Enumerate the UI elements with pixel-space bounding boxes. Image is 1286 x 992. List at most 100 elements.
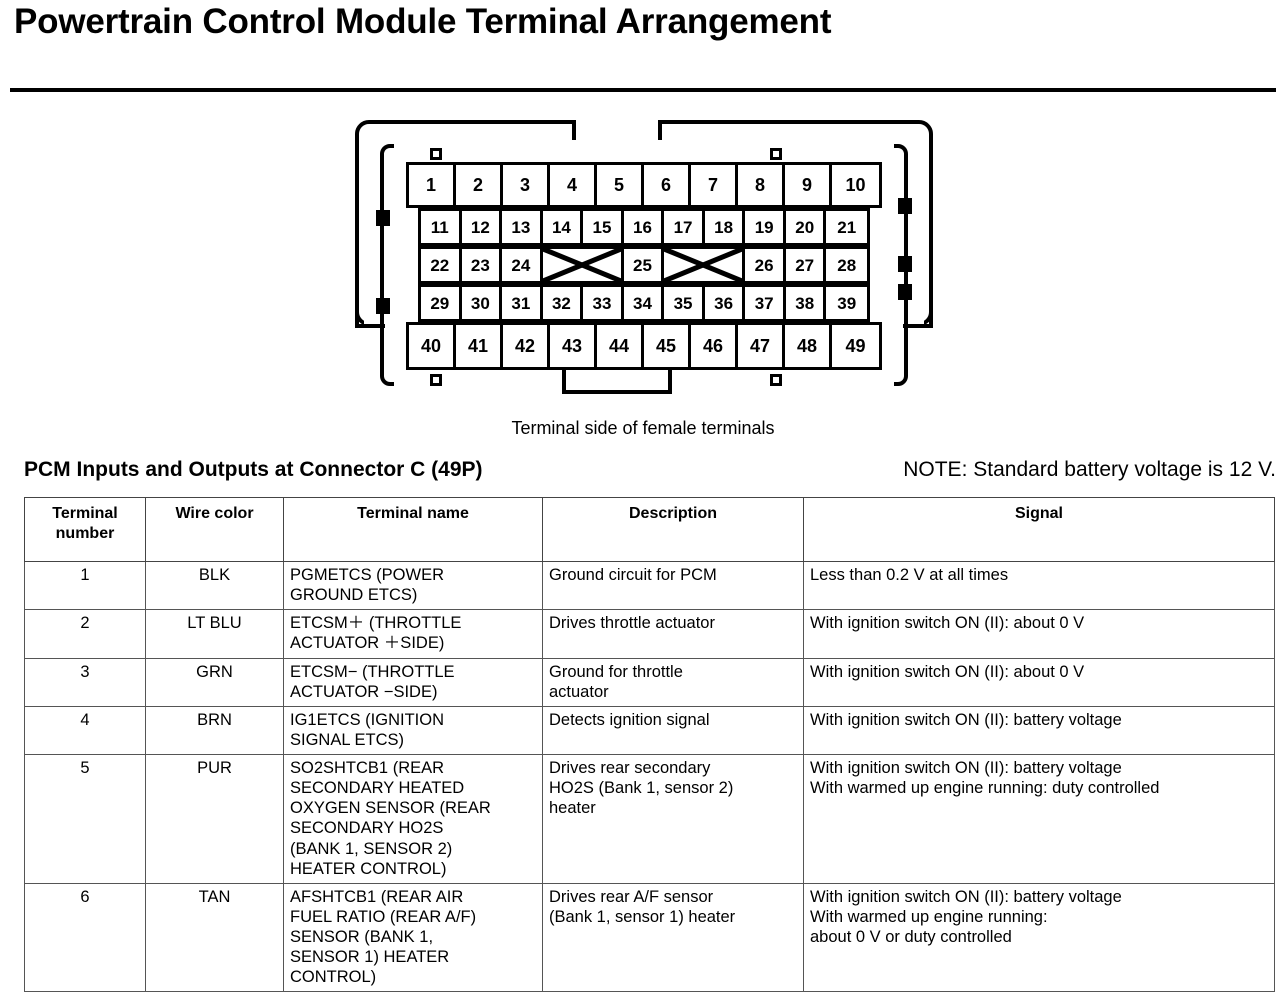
pin-cell-3: 3 [503, 165, 550, 205]
terminal-name-cell: SO2SHTCB1 (REAR SECONDARY HEATED OXYGEN … [283, 754, 543, 884]
pin-cell-49: 49 [832, 325, 879, 367]
diagram-caption: Terminal side of female terminals [511, 418, 775, 438]
pin-cell-37: 37 [745, 287, 786, 319]
battery-voltage-note: NOTE: Standard battery voltage is 12 V. [903, 458, 1276, 481]
pin-cell-22: 22 [421, 249, 462, 281]
column-header-description: Description [542, 496, 804, 563]
connector-bottom-key-slot-cover [566, 366, 668, 375]
pcm-io-table: Terminal number Wire color Terminal name… [24, 496, 1275, 992]
pin-cell-29: 29 [421, 287, 462, 319]
signal-cell: With ignition switch ON (II): battery vo… [803, 882, 1275, 992]
section-heading: PCM Inputs and Outputs at Connector C (4… [24, 458, 483, 481]
pin-cell-6: 6 [644, 165, 691, 205]
pin-cell-46: 46 [691, 325, 738, 367]
terminal-number-cell: 6 [24, 882, 146, 992]
connector-notch-top-right [770, 148, 782, 160]
connector-side-tab-right-lower [898, 284, 912, 300]
pin-cell-blank [542, 249, 624, 281]
terminal-number-cell: 1 [24, 561, 146, 611]
pin-cell-42: 42 [503, 325, 550, 367]
column-header-signal: Signal [803, 496, 1275, 563]
signal-cell: Less than 0.2 V at all times [803, 561, 1275, 611]
pin-cell-13: 13 [502, 211, 543, 243]
description-cell: Ground circuit for PCM [542, 561, 804, 611]
connector-notch-bottom-left [430, 374, 442, 386]
connector-outer-foot-right [903, 324, 933, 328]
pin-cell-44: 44 [597, 325, 644, 367]
wire-color-cell: TAN [145, 882, 284, 992]
wire-color-cell: BLK [145, 561, 284, 611]
signal-cell: With ignition switch ON (II): about 0 V [803, 609, 1275, 659]
pin-cell-blank [664, 249, 746, 281]
signal-cell: With ignition switch ON (II): battery vo… [803, 705, 1275, 756]
connector-side-tab-right-mid [898, 256, 912, 272]
terminal-number-cell: 2 [24, 609, 146, 659]
description-cell: Detects ignition signal [542, 705, 804, 756]
connector-inner-frame-top-gap [394, 140, 894, 152]
title-divider [10, 88, 1276, 92]
terminal-name-cell: PGMETCS (POWER GROUND ETCS) [283, 561, 543, 611]
pin-cell-34: 34 [623, 287, 665, 319]
terminal-name-cell: ETCSM− (THROTTLE ACTUATOR −SIDE) [283, 657, 543, 707]
terminal-name-cell: ETCSM＋ (THROTTLE ACTUATOR ＋SIDE) [283, 609, 543, 659]
pin-cell-7: 7 [691, 165, 738, 205]
pin-cell-43: 43 [550, 325, 597, 367]
connector-outer-foot-left [355, 324, 385, 328]
pin-cell-24: 24 [502, 249, 543, 281]
description-cell: Drives rear secondary HO2S (Bank 1, sens… [542, 754, 804, 884]
pin-cell-15: 15 [583, 211, 624, 243]
pin-cell-31: 31 [502, 287, 543, 319]
pin-cell-27: 27 [785, 249, 827, 281]
pin-cell-10: 10 [832, 165, 879, 205]
connector-side-tab-right-upper [898, 198, 912, 214]
column-header-terminal-number: Terminal number [24, 496, 146, 563]
pin-cell-16: 16 [623, 211, 665, 243]
description-cell: Ground for throttle actuator [542, 657, 804, 707]
pin-cell-48: 48 [785, 325, 832, 367]
terminal-number-cell: 5 [24, 754, 146, 884]
pin-cell-45: 45 [644, 325, 691, 367]
pin-cell-2: 2 [456, 165, 503, 205]
connector-outer-leg-left [355, 302, 359, 328]
pin-cell-1: 1 [409, 165, 456, 205]
pin-cell-41: 41 [456, 325, 503, 367]
pin-cell-4: 4 [550, 165, 597, 205]
description-cell: Drives throttle actuator [542, 609, 804, 659]
pin-cell-33: 33 [583, 287, 624, 319]
pin-cell-9: 9 [785, 165, 832, 205]
pin-cell-8: 8 [738, 165, 785, 205]
connector-notch-bottom-right [770, 374, 782, 386]
pin-cell-32: 32 [542, 287, 584, 319]
pin-cell-40: 40 [409, 325, 456, 367]
pin-cell-28: 28 [826, 249, 867, 281]
pin-cell-19: 19 [745, 211, 786, 243]
wire-color-cell: GRN [145, 657, 284, 707]
pin-cell-21: 21 [826, 211, 867, 243]
pin-cell-36: 36 [704, 287, 746, 319]
wire-color-cell: BRN [145, 705, 284, 756]
pin-cell-11: 11 [421, 211, 462, 243]
wire-color-cell: LT BLU [145, 609, 284, 659]
connector-notch-top-left [430, 148, 442, 160]
pin-cell-20: 20 [785, 211, 827, 243]
pin-cell-17: 17 [664, 211, 705, 243]
connector-side-tab-left-upper [376, 210, 390, 226]
connector-outer-leg-right [929, 302, 933, 328]
wire-color-cell: PUR [145, 754, 284, 884]
pin-cell-47: 47 [738, 325, 785, 367]
pin-cell-39: 39 [826, 287, 867, 319]
description-cell: Drives rear A/F sensor (Bank 1, sensor 1… [542, 882, 804, 992]
pin-cell-30: 30 [461, 287, 503, 319]
connector-side-tab-left-lower [376, 298, 390, 314]
column-header-wire-color: Wire color [145, 496, 284, 563]
